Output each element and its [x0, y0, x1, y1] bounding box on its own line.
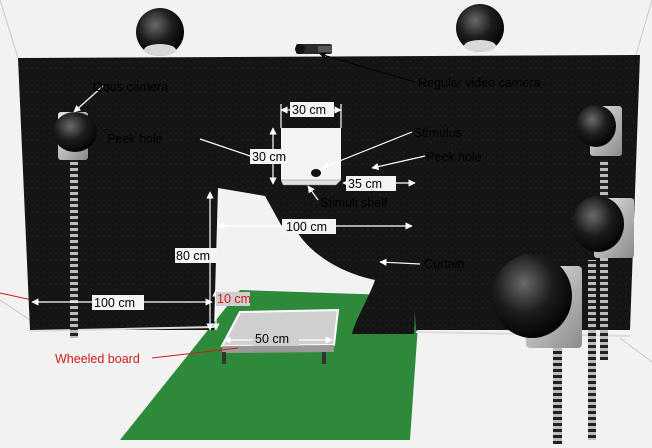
oqus-camera-left: [53, 112, 97, 160]
dim-wall-width: 100 cm: [94, 296, 135, 310]
oqus-camera-right-1: [576, 105, 622, 156]
wheel: [222, 352, 226, 364]
room-outline: [0, 0, 652, 363]
stimulus-ball: [311, 169, 321, 177]
floor-mat: [120, 290, 420, 440]
stimulus-window: [281, 128, 341, 180]
label-peek-hole-left: Peek hole: [107, 132, 163, 146]
stimuli-shelf: [280, 179, 342, 186]
label-wheeled-board: Wheeled board: [55, 352, 140, 366]
dim-board-width: 50 cm: [255, 332, 289, 346]
label-stimuli-shelf: Stimuli shelf: [320, 196, 388, 210]
camera-pole-right-2: [588, 260, 596, 440]
label-stimulus: Stimulus: [414, 126, 462, 140]
label-oqus-camera: Oqus camera: [93, 80, 168, 94]
label-regular-video-camera: Regular video camera: [418, 76, 540, 90]
label-curtain: Curtain: [424, 257, 464, 271]
dim-window-width: 30 cm: [292, 103, 326, 117]
oqus-camera-right-2: [572, 196, 634, 258]
camera-pole-right-1: [600, 160, 608, 360]
label-peek-hole-right: Peek hole: [426, 150, 482, 164]
dim-board-height: 10 cm: [217, 292, 251, 306]
dim-doorway-height: 80 cm: [176, 249, 210, 263]
ceiling-camera-left: [136, 8, 184, 56]
dim-shelf-width: 35 cm: [348, 177, 382, 191]
wheel: [322, 352, 326, 364]
camera-pole-right-3: [553, 344, 562, 444]
dim-window-height: 30 cm: [252, 150, 286, 164]
oqus-camera-right-3: [492, 254, 582, 348]
camera-pole-left: [70, 158, 78, 338]
dim-curtain-width: 100 cm: [286, 220, 327, 234]
ceiling-camera-right: [456, 4, 504, 52]
regular-video-camera: [295, 44, 332, 54]
